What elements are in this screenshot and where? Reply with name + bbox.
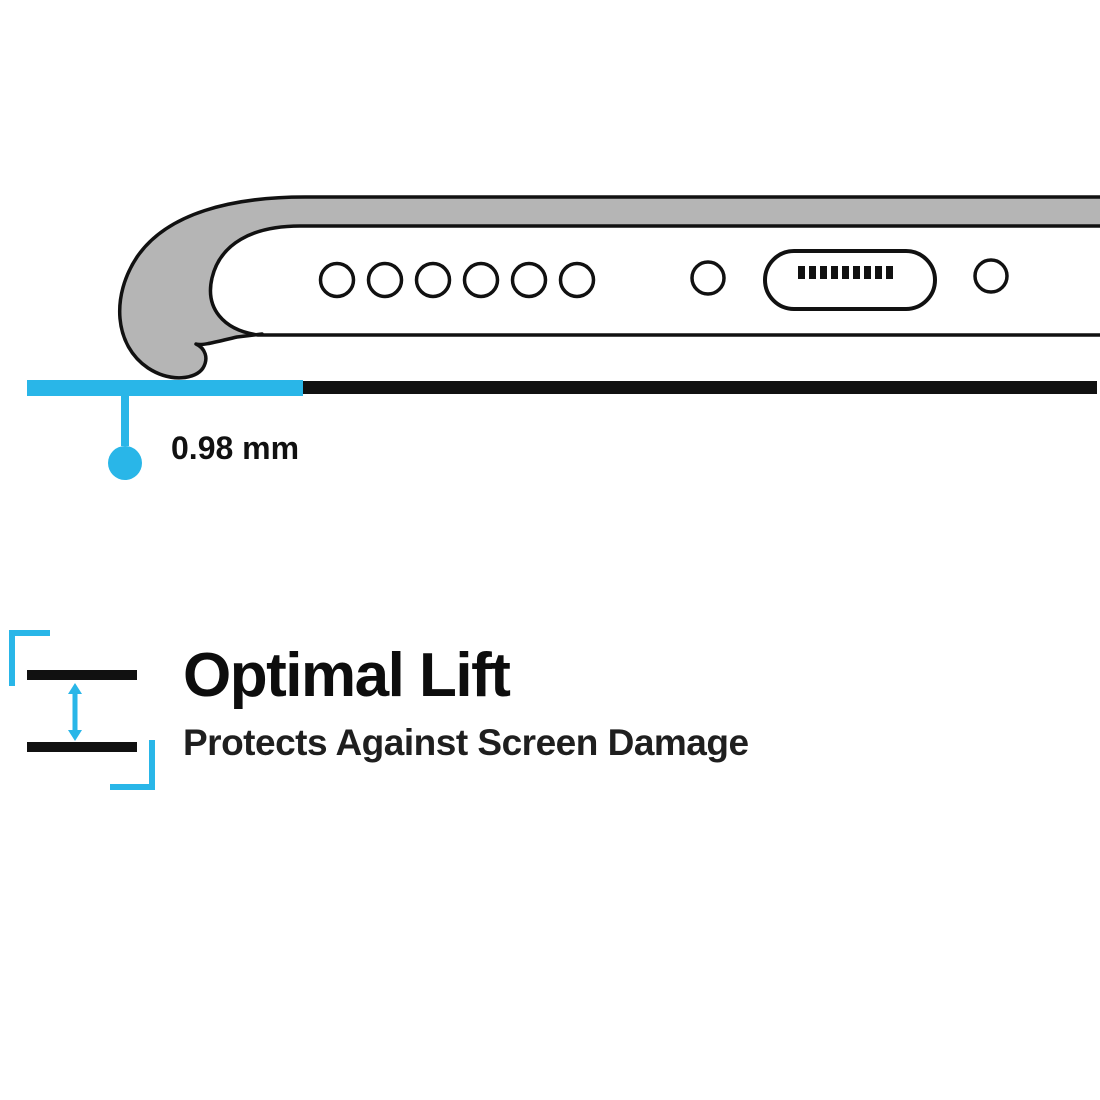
measurement-dot [108, 446, 142, 480]
lift-gap-icon [9, 630, 155, 790]
speaker-hole [414, 261, 452, 299]
screw-hole-right [973, 258, 1009, 294]
feature-title: Optimal Lift [183, 641, 511, 710]
speaker-hole [462, 261, 500, 299]
feature-subtitle: Protects Against Screen Damage [183, 722, 749, 763]
speaker-hole [318, 261, 356, 299]
measurement-label: 0.98 mm [171, 430, 299, 466]
charging-port [763, 249, 937, 311]
feature-text-block: Optimal Lift Protects Against Screen Dam… [183, 645, 1063, 764]
vertical-gap-arrow-icon [68, 683, 82, 741]
speaker-hole [366, 261, 404, 299]
measurement-stem [121, 394, 129, 446]
surface-line-black [303, 381, 1097, 394]
bracket-bottom-right [110, 740, 155, 790]
charging-port-pins [798, 266, 893, 279]
speaker-hole [510, 261, 548, 299]
bracket-top-left [9, 630, 50, 686]
speaker-holes [318, 261, 596, 299]
gap-bar-bottom [27, 742, 137, 752]
phone-case-cross-section-diagram: 0.98 mm [27, 195, 1100, 480]
gap-bar-top [27, 670, 137, 680]
screw-hole-left [690, 260, 726, 296]
speaker-hole [558, 261, 596, 299]
case-outline [117, 195, 1100, 380]
surface-line-accent [27, 380, 303, 396]
